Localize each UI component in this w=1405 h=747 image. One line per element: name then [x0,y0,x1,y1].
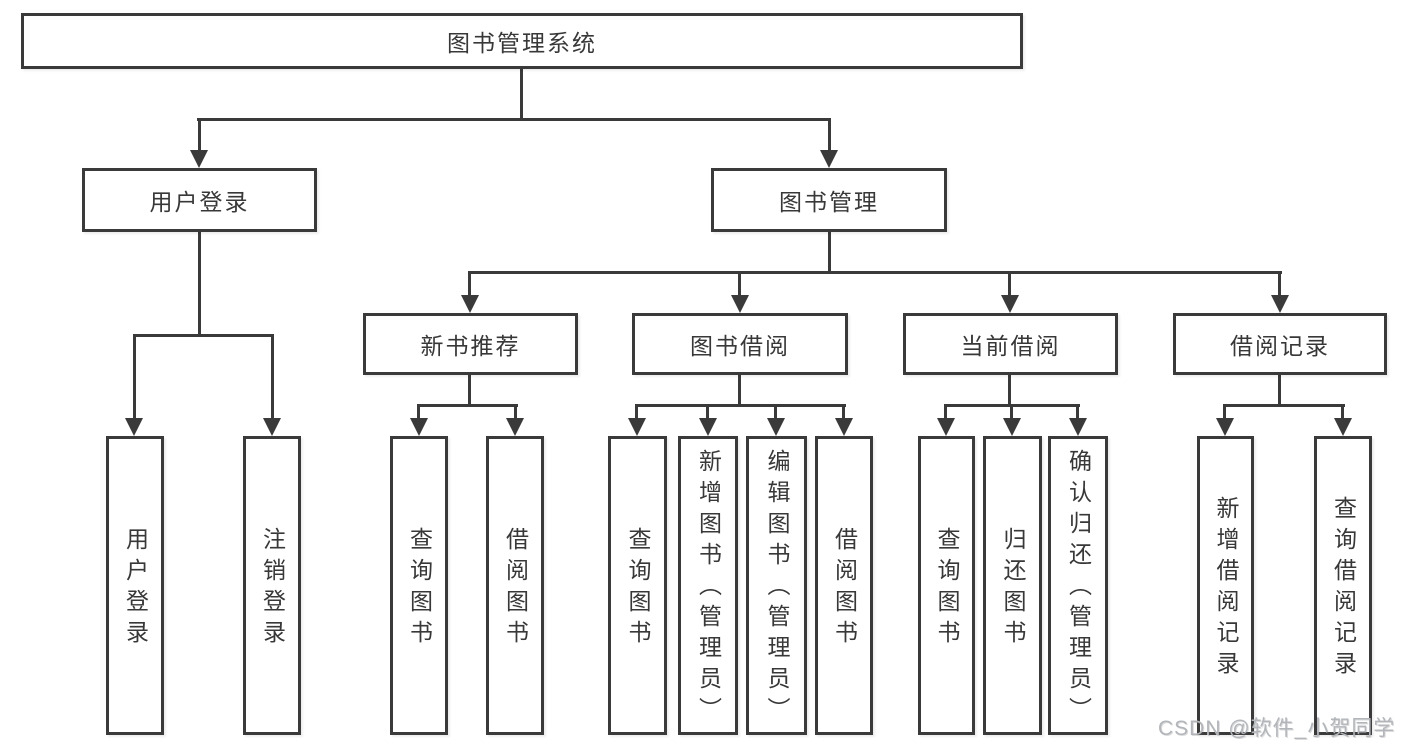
line [828,118,831,152]
line [635,404,846,407]
arrowhead-icon [410,418,428,436]
line [520,66,523,120]
line [198,230,201,336]
line [738,373,741,406]
arrowhead-icon [699,418,717,436]
line [468,271,471,299]
line [635,404,638,420]
node-borrowing-records: 借阅记录 [1173,313,1387,375]
node-user-login: 用户登录 [82,168,317,232]
line [828,230,831,273]
arrowhead-icon [835,418,853,436]
line [514,404,517,420]
leaf-query-books-current: 查询图书 [918,436,975,735]
arrowhead-icon [628,418,646,436]
arrowhead-icon [506,418,524,436]
leaf-query-borrow-record: 查询借阅记录 [1314,436,1372,735]
leaf-logout: 注销登录 [243,436,301,735]
line [198,118,201,152]
arrowhead-icon [731,295,749,313]
arrowhead-icon [820,150,838,168]
leaf-return-book: 归还图书 [983,436,1042,735]
line [1076,404,1079,420]
leaf-query-books-recommend: 查询图书 [390,436,448,735]
leaf-borrow-books-borrowing: 借阅图书 [815,436,873,735]
line [468,271,1282,274]
node-new-book-recommend: 新书推荐 [363,313,578,375]
line [417,404,518,407]
arrowhead-icon [1001,295,1019,313]
arrowhead-icon [1003,418,1021,436]
leaf-edit-book-admin: 编辑图书（管理员） [746,436,807,735]
arrowhead-icon [1216,418,1234,436]
node-book-management: 图书管理 [711,168,947,232]
leaf-borrow-books-recommend: 借阅图书 [486,436,544,735]
leaf-user-login: 用户登录 [106,436,164,735]
line [133,334,136,420]
arrowhead-icon [125,418,143,436]
line [1278,271,1281,299]
arrowhead-icon [1271,295,1289,313]
arrowhead-icon [461,295,479,313]
line [1341,404,1344,420]
line [1010,404,1013,420]
line [271,334,274,420]
arrowhead-icon [937,418,955,436]
line [1008,373,1011,406]
line [417,404,420,420]
watermark: CSDN @软件_小贺同学 [1158,717,1396,740]
arrowhead-icon [263,418,281,436]
node-book-borrowing: 图书借阅 [632,313,848,375]
line [468,373,471,406]
arrowhead-icon [767,418,785,436]
line [1223,404,1226,420]
leaf-add-book-admin: 新增图书（管理员） [678,436,738,735]
line [774,404,777,420]
line [133,334,274,337]
line [944,404,947,420]
line [1223,404,1345,407]
line [706,404,709,420]
line [1008,271,1011,299]
leaf-query-books-borrowing: 查询图书 [608,436,667,735]
line [1278,373,1281,406]
leaf-confirm-return-admin: 确认归还（管理员） [1048,436,1108,735]
line [197,118,831,121]
arrowhead-icon [1334,418,1352,436]
node-library-management-system: 图书管理系统 [21,13,1023,69]
line [738,271,741,299]
arrowhead-icon [1069,418,1087,436]
node-current-borrowing: 当前借阅 [903,313,1118,375]
leaf-add-borrow-record: 新增借阅记录 [1197,436,1254,735]
arrowhead-icon [190,150,208,168]
line [842,404,845,420]
